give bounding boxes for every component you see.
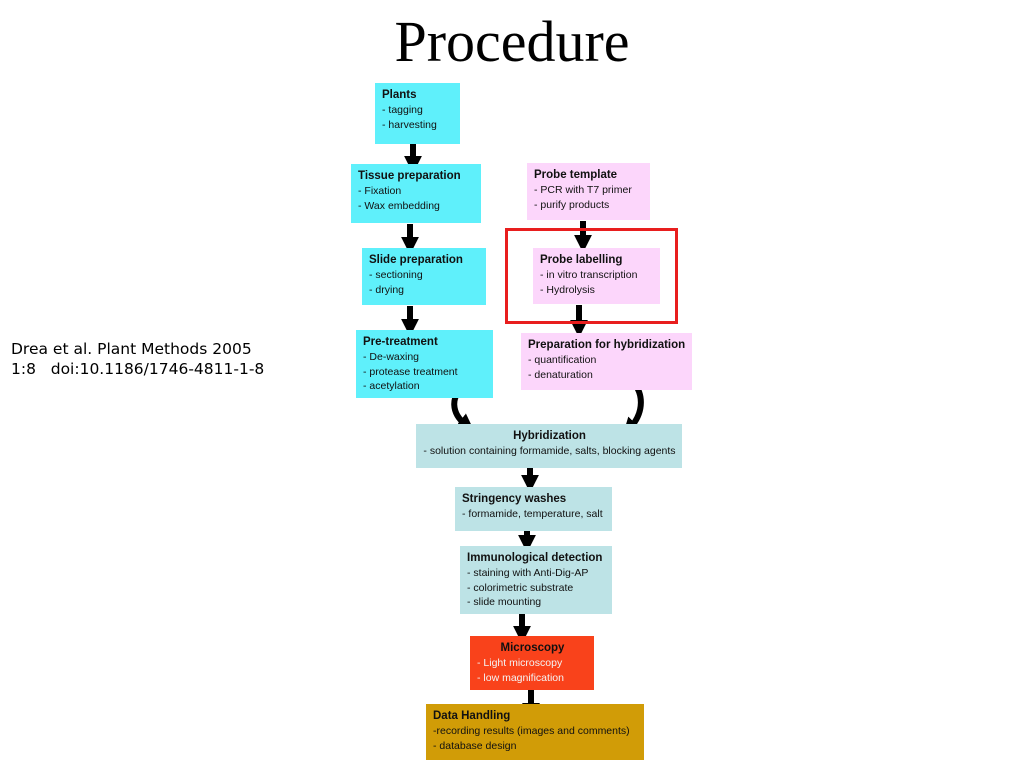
flow-box-item: -recording results (images and comments) bbox=[433, 725, 630, 737]
citation: Drea et al. Plant Methods 2005 1:8 doi:1… bbox=[11, 339, 264, 379]
flow-box-stringency-washes: Stringency washes - formamide, temperatu… bbox=[455, 487, 612, 531]
flow-box-item: - PCR with T7 primer bbox=[534, 184, 632, 196]
flow-box-probe-template: Probe template - PCR with T7 primer - pu… bbox=[527, 163, 650, 220]
citation-line-1: Drea et al. Plant Methods 2005 bbox=[11, 340, 252, 358]
flow-box-item: - Light microscopy bbox=[477, 657, 563, 669]
flow-box-item: - Hydrolysis bbox=[540, 283, 595, 296]
flow-box-title: Slide preparation bbox=[369, 254, 463, 266]
flow-box-item: - in vitro transcription bbox=[540, 269, 638, 281]
flow-box-immunological-detection: Immunological detection - staining with … bbox=[460, 546, 612, 614]
flow-box-title: Immunological detection bbox=[467, 552, 603, 564]
flow-box-title: Hybridization bbox=[513, 430, 586, 442]
flow-box-item: - low magnification bbox=[477, 671, 564, 684]
flow-box-item: - purify products bbox=[534, 198, 610, 211]
flow-box-item: - harvesting bbox=[382, 118, 437, 131]
flow-box-item: - tagging bbox=[382, 104, 423, 116]
flow-box-title: Stringency washes bbox=[462, 493, 567, 505]
flow-box-title: Tissue preparation bbox=[358, 170, 461, 182]
flow-box-item: - Fixation bbox=[358, 185, 402, 197]
flow-box-item: - sectioning bbox=[369, 269, 423, 281]
flow-box-hybridization: Hybridization - solution containing form… bbox=[416, 424, 682, 468]
flow-box-item: - slide mounting bbox=[467, 596, 542, 609]
flow-box-probe-labelling: Probe labelling - in vitro transcription… bbox=[533, 248, 660, 304]
citation-line-2: 1:8 doi:10.1186/1746-4811-1-8 bbox=[11, 360, 265, 378]
flow-box-title: Plants bbox=[382, 89, 417, 101]
flow-box-title: Data Handling bbox=[433, 710, 511, 722]
flow-box-item: - acetylation bbox=[363, 380, 420, 393]
flow-box-data-handling: Data Handling -recording results (images… bbox=[426, 704, 644, 760]
flow-box-title: Microscopy bbox=[500, 642, 565, 654]
flow-box-tissue-preparation: Tissue preparation - Fixation - Wax embe… bbox=[351, 164, 481, 223]
flow-box-item: - De-waxing bbox=[363, 351, 420, 363]
flow-box-item: - Wax embedding bbox=[358, 199, 440, 212]
flow-box-title: Probe template bbox=[534, 169, 618, 181]
flow-box-microscopy: Microscopy - Light microscopy - low magn… bbox=[470, 636, 594, 690]
flow-box-item: - drying bbox=[369, 283, 405, 296]
flow-box-item: - colorimetric substrate bbox=[467, 581, 574, 594]
flow-box-item: - database design bbox=[433, 739, 517, 752]
slide-title: Procedure bbox=[394, 9, 630, 74]
flow-box-slide-preparation: Slide preparation - sectioning - drying bbox=[362, 248, 486, 305]
flow-box-item: - staining with Anti-Dig-AP bbox=[467, 567, 589, 579]
flow-box-preparation-for-hybridization: Preparation for hybridization - quantifi… bbox=[521, 333, 692, 390]
flow-box-title: Pre-treatment bbox=[363, 336, 438, 348]
flow-box-item: - quantification bbox=[528, 354, 597, 366]
flow-box-title: Preparation for hybridization bbox=[528, 339, 686, 351]
flow-box-item: - solution containing formamide, salts, … bbox=[423, 445, 676, 457]
flow-box-item: - denaturation bbox=[528, 368, 593, 381]
flow-box-title: Probe labelling bbox=[540, 254, 623, 266]
flow-box-item: - protease treatment bbox=[363, 365, 458, 378]
flow-box-plants: Plants - tagging - harvesting bbox=[375, 83, 460, 144]
flow-box-pre-treatment: Pre-treatment - De-waxing - protease tre… bbox=[356, 330, 493, 398]
flow-box-item: - formamide, temperature, salt bbox=[462, 508, 603, 520]
probe-labelling-highlight bbox=[505, 228, 678, 324]
